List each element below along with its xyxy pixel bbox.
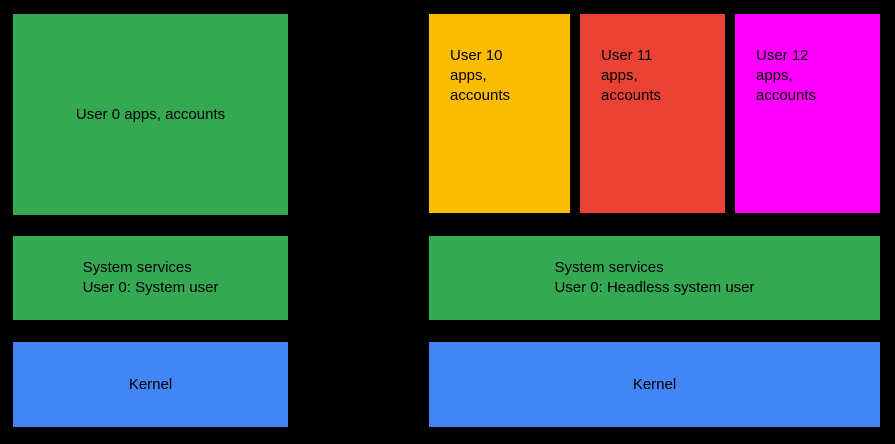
right-user10-apps-accounts-box: User 10 apps, accounts xyxy=(429,14,570,213)
right-user11-apps-accounts-box: User 11 apps, accounts xyxy=(580,14,725,213)
right-user12-apps-accounts-label: User 12 apps, accounts xyxy=(756,47,817,104)
left-system-services-box: System services User 0: System user xyxy=(13,236,288,320)
right-system-services-label: System services User 0: Headless system … xyxy=(554,259,755,296)
right-user10-apps-accounts-label: User 10 apps, accounts xyxy=(450,47,511,104)
left-kernel-label: Kernel xyxy=(128,375,173,393)
right-user12-apps-accounts-box: User 12 apps, accounts xyxy=(735,14,880,213)
left-user0-apps-accounts-box: User 0 apps, accounts xyxy=(13,14,288,215)
right-kernel-label: Kernel xyxy=(632,375,677,393)
left-system-services-label: System services User 0: System user xyxy=(82,259,219,296)
right-system-services-box: System services User 0: Headless system … xyxy=(429,236,880,320)
left-user0-apps-accounts-label: User 0 apps, accounts xyxy=(75,105,226,123)
right-kernel-box: Kernel xyxy=(429,342,880,427)
left-kernel-box: Kernel xyxy=(13,342,288,427)
right-user11-apps-accounts-label: User 11 apps, accounts xyxy=(601,47,662,104)
